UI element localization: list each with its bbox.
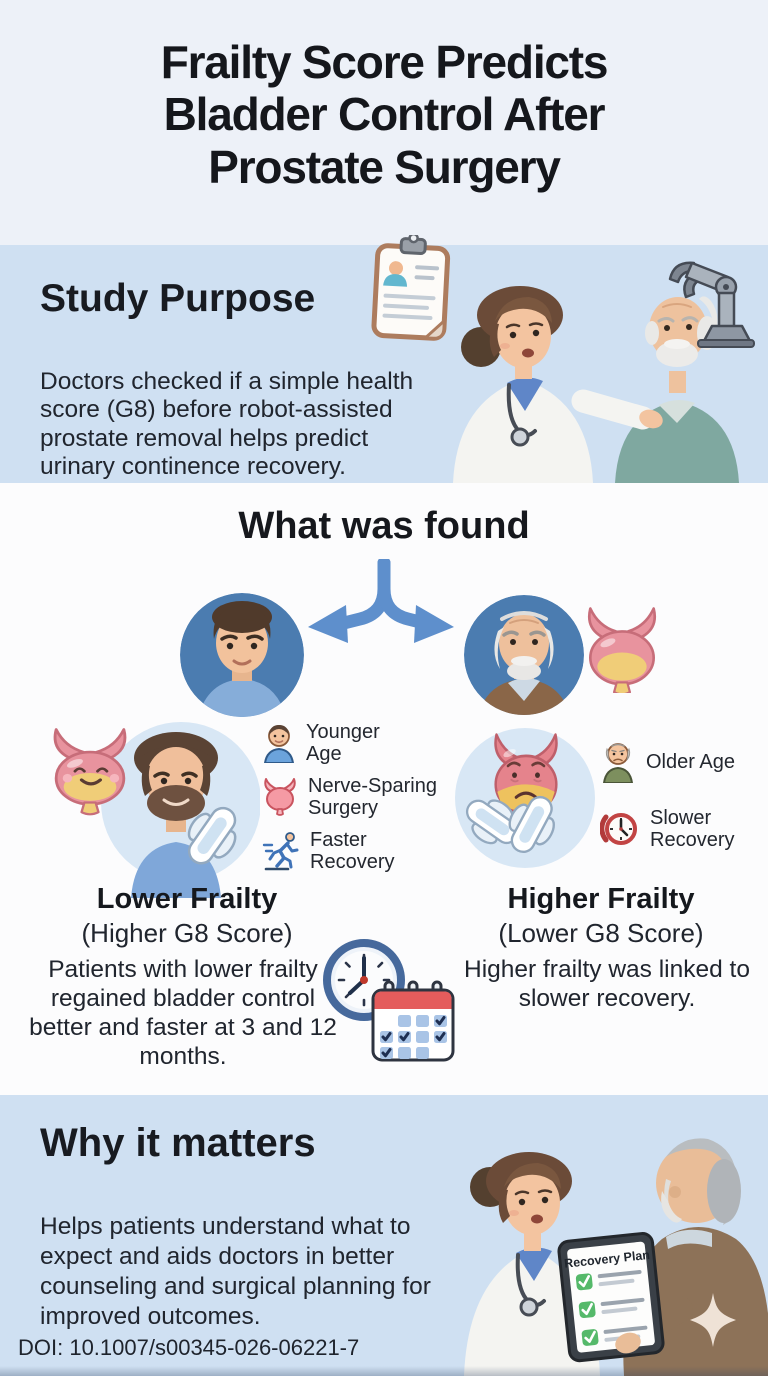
header: Frailty Score Predicts Bladder Control A… xyxy=(0,0,768,245)
findings-section: What was found xyxy=(0,483,768,1095)
higher-frailty-label: Higher Frailty (Lower G8 Score) xyxy=(442,883,760,949)
findings-heading: What was found xyxy=(238,505,530,547)
factor-older-age: Older Age xyxy=(600,741,756,783)
tablet: Recovery Plan xyxy=(557,1232,665,1363)
factor-slower-recovery: Slower Recovery xyxy=(600,807,756,851)
doctor xyxy=(453,286,663,483)
factor-label: Younger Age xyxy=(306,721,380,765)
study-purpose-section: Study Purpose Doctors checked if a simpl… xyxy=(0,235,768,483)
factor-younger-age: Younger Age xyxy=(262,721,440,765)
clock-calendar-icon xyxy=(323,939,455,1062)
study-purpose-heading: Study Purpose xyxy=(40,277,316,320)
bladder-icon xyxy=(264,778,296,816)
why-it-matters-body: Helps patients understand what to expect… xyxy=(40,1212,431,1330)
page-title: Frailty Score Predicts Bladder Control A… xyxy=(160,36,609,193)
red-clock-icon xyxy=(600,813,637,845)
higher-frailty-subtitle: (Lower G8 Score) xyxy=(498,918,704,948)
factor-label: Slower Recovery xyxy=(650,807,735,851)
calendar-icon xyxy=(371,980,455,1062)
study-purpose-body: Doctors checked if a simple health score… xyxy=(40,367,414,481)
factor-label: Faster Recovery xyxy=(310,829,395,873)
branch-arrow-icon xyxy=(308,559,454,643)
older-man-avatar xyxy=(464,595,584,715)
lower-frailty-label: Lower Frailty (Higher G8 Score) xyxy=(28,883,346,949)
running-icon xyxy=(262,832,299,871)
lower-frailty-subtitle: (Higher G8 Score) xyxy=(81,918,293,948)
why-it-matters-section: Why it matters Helps patients understand… xyxy=(0,1095,768,1376)
lower-frailty-factors: Younger Age Nerve-Sparing Surgery xyxy=(262,721,440,873)
older-man-icon xyxy=(602,743,634,783)
lower-frailty-illustration xyxy=(53,722,260,898)
higher-frailty-title: Higher Frailty xyxy=(507,883,695,915)
happy-bladder-icon xyxy=(53,728,127,816)
clipboard-icon xyxy=(371,235,451,341)
factor-label: Nerve-Sparing Surgery xyxy=(308,775,437,819)
higher-frailty-illustration xyxy=(455,728,595,868)
sparkle-icon xyxy=(690,1293,736,1347)
higher-frailty-body: Higher frailty was linked to slower reco… xyxy=(464,956,750,1012)
lower-frailty-body: Patients with lower frailty regained bla… xyxy=(29,956,337,1070)
robot-arm-icon xyxy=(668,261,755,348)
young-man-avatar xyxy=(180,593,304,717)
bladder-icon xyxy=(587,607,657,693)
lower-frailty-title: Lower Frailty xyxy=(96,883,278,915)
patient-hand xyxy=(615,1332,641,1354)
recovery-plan-illustration: Recovery Plan xyxy=(464,1138,768,1376)
higher-frailty-factors: Older Age Slower Recovery xyxy=(600,741,756,851)
factor-label: Older Age xyxy=(646,751,735,773)
why-it-matters-heading: Why it matters xyxy=(40,1121,316,1165)
doctor-patient-illustration xyxy=(453,286,739,483)
doi-text: DOI: 10.1007/s00345-026-06221-7 xyxy=(18,1335,360,1360)
factor-faster-recovery: Faster Recovery xyxy=(262,829,440,873)
young-man-icon xyxy=(263,725,295,763)
factor-nerve-sparing: Nerve-Sparing Surgery xyxy=(262,775,440,819)
